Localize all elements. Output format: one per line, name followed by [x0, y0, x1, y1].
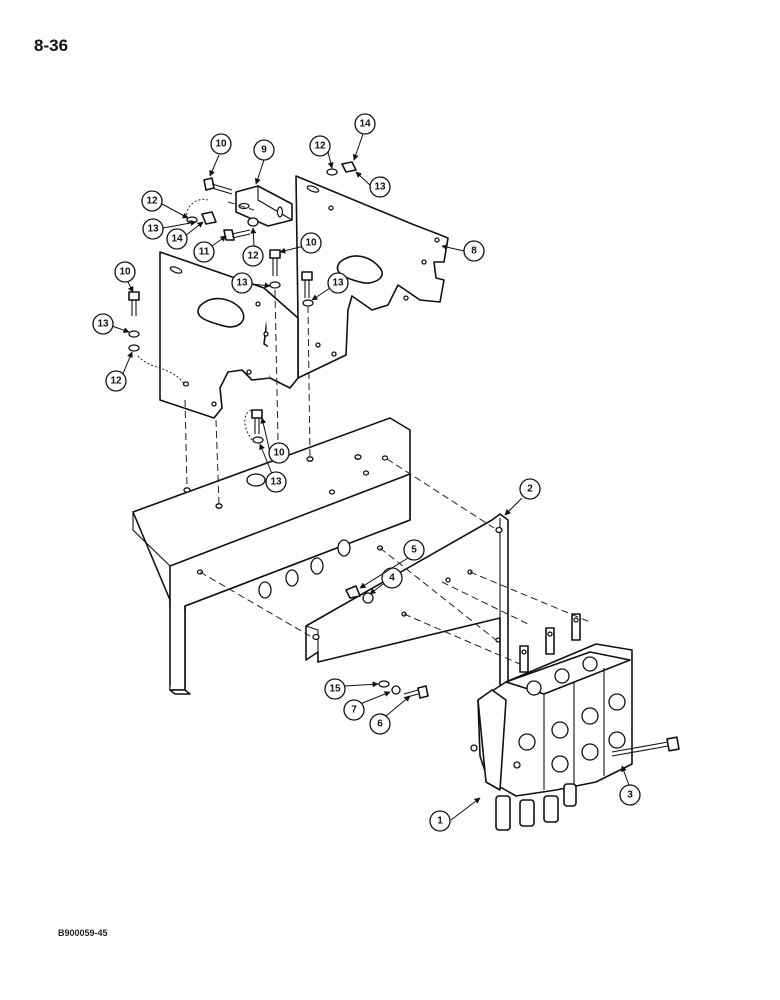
page-number: 8-36: [34, 36, 69, 55]
callout-label-1: 1: [437, 816, 443, 827]
callout-label-12: 12: [247, 251, 259, 262]
callout-14a: 14: [352, 113, 376, 161]
callout-1: 1: [429, 797, 481, 832]
fasteners: [128, 161, 429, 699]
callout-11: 11: [193, 235, 227, 263]
callout-12a: 12: [309, 135, 334, 169]
callout-label-13: 13: [270, 477, 282, 488]
callout-7: 7: [343, 691, 391, 721]
control-valve: [470, 613, 633, 831]
callout-label-7: 7: [351, 705, 357, 716]
callout-label-4: 4: [389, 573, 395, 584]
callout-label-9: 9: [261, 145, 267, 156]
callout-2: 2: [504, 478, 541, 516]
callout-10c: 10: [114, 261, 136, 293]
callout-label-12: 12: [314, 141, 326, 152]
callout-13e: 13: [92, 313, 130, 335]
callout-13b: 13: [142, 218, 197, 240]
illustration-reference-code: B900059-45: [58, 928, 108, 938]
callout-5: 5: [359, 539, 425, 589]
callout-13a: 13: [355, 171, 391, 198]
callout-3: 3: [619, 765, 641, 806]
callout-label-10: 10: [305, 238, 317, 249]
callout-label-11: 11: [199, 247, 210, 258]
callout-label-5: 5: [411, 545, 417, 556]
callout-14b: 14: [166, 221, 204, 250]
callout-label-8: 8: [471, 246, 477, 257]
bracket-8: [295, 175, 449, 379]
callout-13d: 13: [311, 272, 349, 301]
callout-label-6: 6: [377, 719, 383, 730]
callout-label-14: 14: [171, 234, 183, 245]
callout-label-13: 13: [97, 319, 109, 330]
callout-12c: 12: [242, 227, 264, 267]
callout-12d: 12: [105, 351, 133, 392]
callout-10d: 10: [260, 417, 290, 464]
callout-10a: 10: [209, 133, 232, 177]
callout-12b: 12: [141, 190, 189, 219]
callout-label-3: 3: [627, 790, 633, 801]
callout-label-13: 13: [332, 278, 344, 289]
bracket-9: [235, 185, 293, 227]
callout-label-15: 15: [329, 684, 341, 695]
callout-label-12: 12: [110, 376, 122, 387]
callout-label-10: 10: [215, 139, 227, 150]
callout-9: 9: [253, 139, 275, 185]
callout-6: 6: [369, 695, 411, 735]
callout-13f: 13: [259, 443, 287, 493]
callout-label-10: 10: [119, 267, 131, 278]
bracket-left: [159, 251, 299, 419]
callout-label-12: 12: [146, 196, 158, 207]
callout-label-2: 2: [527, 484, 533, 495]
callout-label-13: 13: [374, 182, 386, 193]
bolt-3: [611, 736, 680, 757]
callout-label-10: 10: [273, 448, 285, 459]
callout-13c: 13: [231, 272, 271, 294]
callout-label-14: 14: [359, 119, 371, 130]
callout-10b: 10: [279, 232, 322, 254]
callout-label-13: 13: [236, 278, 248, 289]
callout-8: 8: [441, 240, 485, 262]
callout-15: 15: [324, 678, 379, 700]
callout-label-13: 13: [147, 224, 159, 235]
